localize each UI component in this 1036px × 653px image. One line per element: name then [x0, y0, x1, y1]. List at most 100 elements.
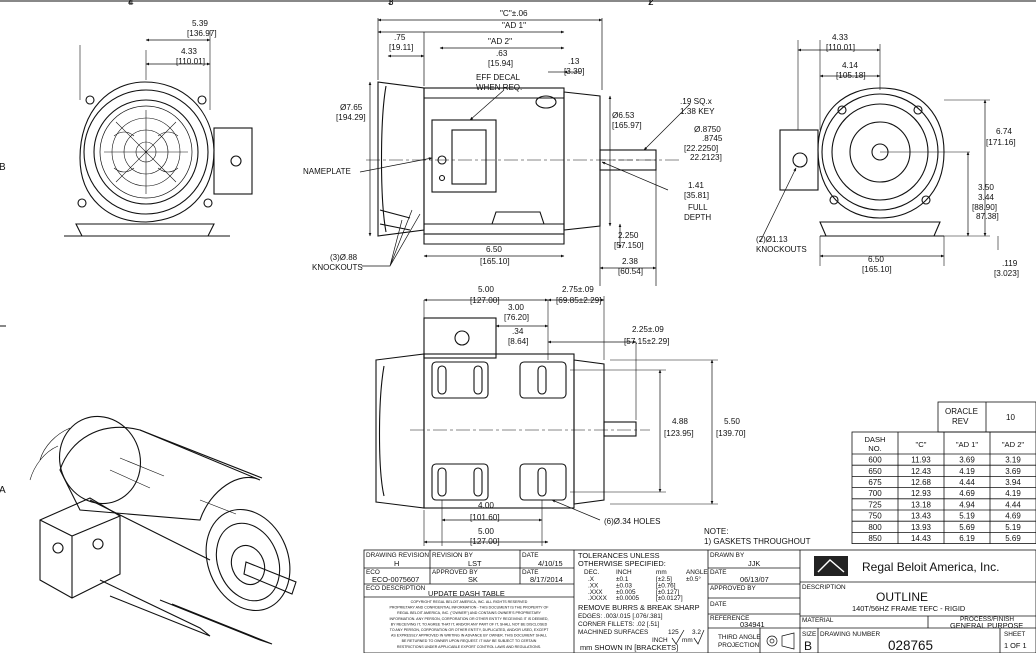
dim-bottom-300: 3.00 — [508, 303, 524, 312]
tb-drawing-number: 028765 — [888, 638, 933, 653]
dim-side-075: .75 — [394, 33, 406, 42]
copyright-line: TO ANY PERSON, CORPORATION OR OTHER ENTI… — [390, 628, 549, 632]
dim-end-433: 4.33 — [832, 33, 848, 42]
tolerance-cell: ±0.005 — [616, 589, 636, 596]
zone-left-B: B — [0, 162, 6, 173]
tolerance-cell: .X — [588, 576, 595, 583]
tb-machined: MACHINED SURFACES — [578, 629, 648, 636]
dim-side-653-mm: [165.97] — [612, 121, 642, 130]
surface-finish-symbol — [671, 629, 705, 645]
label-knockouts-end-1: (2)Ø1.13 — [756, 235, 788, 244]
sheet-border — [0, 0, 1036, 327]
dim-bottom-500: 5.00 — [478, 285, 494, 294]
dash-table-header: DASH — [864, 435, 885, 444]
dim-bottom-225: 2.25±.09 — [632, 325, 664, 334]
dim-side-765-mm: [194.29] — [336, 113, 366, 122]
dim-side-013: .13 — [568, 57, 580, 66]
copyright-line: RESTRICTIONS UNDER APPLICABLE EXPORT CON… — [397, 645, 541, 649]
dim-end-8890: [88.90] — [972, 203, 997, 212]
dim-bottom-488-mm: [123.95] — [664, 429, 694, 438]
dash-table-cell: 3.69 — [959, 456, 975, 465]
zone-left-A: A — [0, 485, 6, 496]
dash-table-cell: 11.93 — [911, 456, 931, 465]
tolerance-cell: [±0.76] — [656, 582, 676, 589]
tb-approved-by2-label: APPROVED BY — [710, 585, 757, 592]
third-angle-symbol — [766, 632, 795, 650]
dash-table-cell: 750 — [868, 512, 882, 521]
tb-mach-32: 3.2 — [692, 629, 701, 636]
tb-drawing-number-label: DRAWING NUMBER — [820, 631, 881, 638]
dim-side-141-mm: [35.81] — [684, 191, 709, 200]
dash-table-cell: 4.19 — [1005, 489, 1021, 498]
dim-side-765: Ø7.65 — [340, 103, 363, 112]
label-key-1: .19 SQ.x — [680, 97, 712, 106]
tb-tol-title-1: TOLERANCES UNLESS — [578, 551, 660, 560]
tb-outline: OUTLINE — [876, 590, 928, 604]
label-holes: (6)Ø.34 HOLES — [604, 517, 660, 526]
dash-table-cell: 5.19 — [1005, 523, 1021, 532]
tb-size: B — [804, 639, 812, 653]
side-view-dims — [359, 18, 691, 286]
copyright-line: PROPRIETARY AND CONFIDENTIAL INFORMATION… — [389, 606, 549, 610]
tb-approved-by: SK — [468, 575, 478, 584]
dash-table-header: "AD 1" — [956, 440, 979, 449]
dash-table-cell: 12.93 — [911, 489, 932, 498]
oracle-value: 10 — [1006, 413, 1015, 422]
dim-shaft-1: Ø.8750 — [694, 125, 721, 134]
tb-drawn-by: JJK — [748, 559, 760, 568]
tb-date-label-3: DATE — [710, 569, 727, 576]
tb-third-angle-1: THIRD ANGLE — [718, 634, 761, 641]
dim-side-650-mm: [165.10] — [480, 257, 510, 266]
dim-end-674: 6.74 — [996, 127, 1012, 136]
dim-side-653: Ø6.53 — [612, 111, 635, 120]
tolerance-cell: [±2.5] — [656, 576, 672, 583]
dim-shaft-3: [22.2250] — [684, 144, 718, 153]
title-block — [363, 549, 1036, 653]
dash-table-cell: 4.69 — [1005, 512, 1021, 521]
tb-mach-mm: mm — [682, 637, 693, 644]
dim-side-063: .63 — [496, 49, 508, 58]
tolerance-header: INCH — [616, 569, 632, 576]
copyright-line: BY RECEIVING IT, TO AGREE THAT IT, AND/O… — [391, 622, 548, 626]
dim-end-414-mm: [105.18] — [836, 71, 866, 80]
dash-table-cell: 13.43 — [911, 512, 932, 521]
end-view-dims — [759, 40, 999, 266]
tb-drawn-by-label: DRAWN BY — [710, 552, 745, 559]
dim-end-344: 3.44 — [978, 193, 994, 202]
dim-bottom-500b-mm: [127.00] — [470, 537, 500, 546]
dash-table-cell: 4.44 — [959, 478, 975, 487]
tb-company: Regal Beloit America, Inc. — [862, 560, 999, 574]
dash-table-cell: 4.19 — [959, 467, 975, 476]
dash-table-cell: 5.19 — [959, 512, 975, 521]
copyright-block: COPYRIGHT REGAL BELOIT AMERICA, INC. ALL… — [389, 600, 549, 649]
tb-eco: ECO-0075607 — [372, 575, 419, 584]
tb-size-label: SIZE — [802, 631, 816, 638]
dim-bottom-500-mm: [127.00] — [470, 296, 500, 305]
oracle-label-2: REV — [952, 417, 969, 426]
dim-bottom-225-mm: [57.15±2.29] — [624, 337, 669, 346]
label-knockouts-side-2: KNOCKOUTS — [312, 263, 363, 272]
tb-eco-desc: UPDATE DASH TABLE — [428, 589, 505, 598]
dash-table-header: NO. — [868, 444, 882, 453]
tolerance-cell: [±0.0127] — [656, 595, 683, 602]
dim-bottom-500b: 5.00 — [478, 527, 494, 536]
label-key-2: 1.38 KEY — [680, 107, 715, 116]
front-view-dims — [145, 38, 211, 66]
dim-end-414: 4.14 — [842, 61, 858, 70]
dash-table-cell: 650 — [868, 467, 882, 476]
tb-mach-inch: INCH — [652, 637, 668, 644]
zone-top-2: 2 — [648, 0, 654, 8]
tb-date-2: 8/17/2014 — [530, 575, 563, 584]
dash-table-cell: 850 — [868, 534, 882, 543]
tolerance-cell: .XXX — [588, 589, 603, 596]
dim-side-650: 6.50 — [486, 245, 502, 254]
isometric-view — [29, 415, 297, 645]
dash-table-header: "AD 2" — [1002, 440, 1025, 449]
dim-bottom-300-mm: [76.20] — [504, 313, 529, 322]
tolerance-cell: .XX — [588, 582, 599, 589]
note-title: NOTE: — [704, 527, 728, 536]
tolerance-header: mm — [656, 569, 667, 576]
dim-end-119-mm: [3.023] — [994, 269, 1019, 278]
tb-revision-by-label: REVISION BY — [432, 552, 474, 559]
